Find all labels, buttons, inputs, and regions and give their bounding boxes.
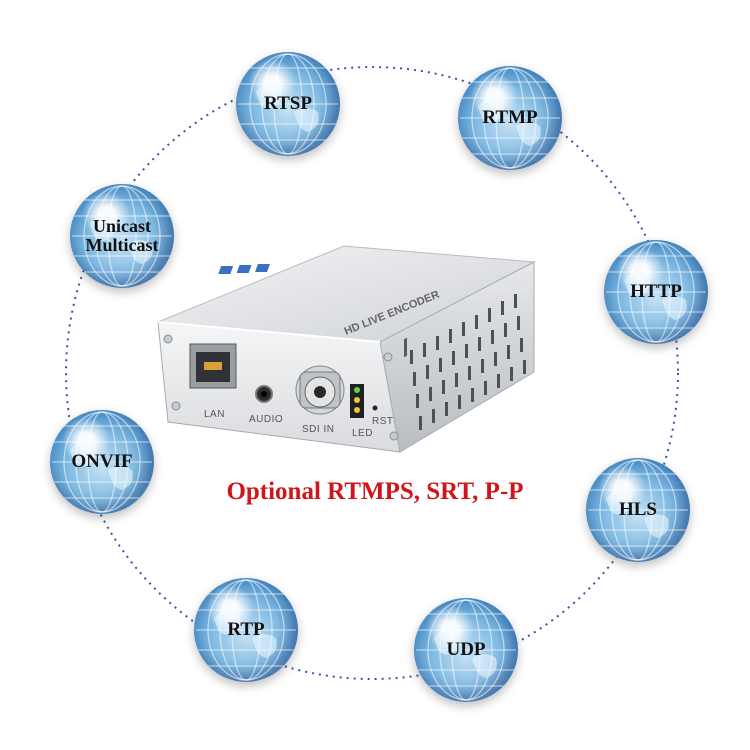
vent-slot <box>465 344 468 358</box>
globe-onvif: ONVIF <box>50 410 154 514</box>
vent-slot <box>478 337 481 351</box>
vent-slot <box>491 330 494 344</box>
globe-hls: HLS <box>586 458 690 562</box>
globe-icon <box>196 579 296 681</box>
protocol-label-http: HTTP <box>630 281 682 302</box>
vent-slot <box>514 294 517 308</box>
vent-slot <box>468 366 471 380</box>
vent-slot <box>497 374 500 388</box>
port-label-sdi-in: SDI IN <box>302 424 335 435</box>
protocol-label-udp: UDP <box>446 639 486 660</box>
vent-slot <box>419 416 422 430</box>
vent-slot <box>410 350 413 364</box>
protocol-label-rtmp: RTMP <box>482 107 538 128</box>
vent-slot <box>484 381 487 395</box>
globe-icon <box>52 411 152 513</box>
vent-slot <box>517 316 520 330</box>
globe-icon <box>606 241 706 343</box>
protocol-label-hls: HLS <box>618 499 658 520</box>
globe-rtsp: RTSP <box>236 52 340 156</box>
globe-icon <box>238 53 338 155</box>
vent-slot <box>429 387 432 401</box>
protocol-label-unicast: Unicast <box>93 216 151 236</box>
optional-protocols-caption: Optional RTMPS, SRT, P-P <box>226 478 524 505</box>
vent-slot <box>442 380 445 394</box>
globe-udp: UDP <box>414 598 518 702</box>
vent-slot <box>445 402 448 416</box>
globe-http: HTTP <box>604 240 708 344</box>
protocol-label-rtp: RTP <box>227 619 265 640</box>
globe-icon <box>588 459 688 561</box>
globe-icon <box>416 599 516 701</box>
vent-slot <box>520 338 523 352</box>
vent-slot <box>458 395 461 409</box>
vent-slot <box>432 409 435 423</box>
vent-slot <box>501 301 504 315</box>
vent-slot <box>439 358 442 372</box>
vent-slot <box>413 372 416 386</box>
vent-slot <box>494 352 497 366</box>
vent-slot <box>436 336 439 350</box>
vent-slot <box>510 367 513 381</box>
protocol-label-multicast: Multicast <box>85 235 159 255</box>
vent-slot <box>475 315 478 329</box>
vent-slot <box>462 322 465 336</box>
port-label-audio: AUDIO <box>249 414 284 425</box>
globe-unicast-multicast: Unicast Multicast <box>70 184 174 288</box>
vent-slot <box>488 308 491 322</box>
port-label-rst: RST <box>372 416 394 427</box>
vent-slot <box>423 343 426 357</box>
vent-slot <box>507 345 510 359</box>
globe-rtmp: RTMP <box>458 66 562 170</box>
globe-icon <box>72 185 172 287</box>
port-label-led: LED <box>352 428 373 439</box>
vent-slot <box>504 323 507 337</box>
protocol-label-rtsp: RTSP <box>264 93 312 114</box>
vent-slot <box>455 373 458 387</box>
globe-icon <box>460 67 560 169</box>
port-label-lan: LAN <box>204 409 225 420</box>
vent-slot <box>481 359 484 373</box>
protocol-label-onvif: ONVIF <box>71 451 133 472</box>
vent-slot <box>449 329 452 343</box>
vent-slot <box>523 360 526 374</box>
vent-slot <box>471 388 474 402</box>
globe-rtp: RTP <box>194 578 298 682</box>
vent-slot <box>416 394 419 408</box>
protocol-label-unicast-multicast: Unicast Multicast <box>70 217 174 255</box>
vent-slot <box>426 365 429 379</box>
vent-slot <box>452 351 455 365</box>
